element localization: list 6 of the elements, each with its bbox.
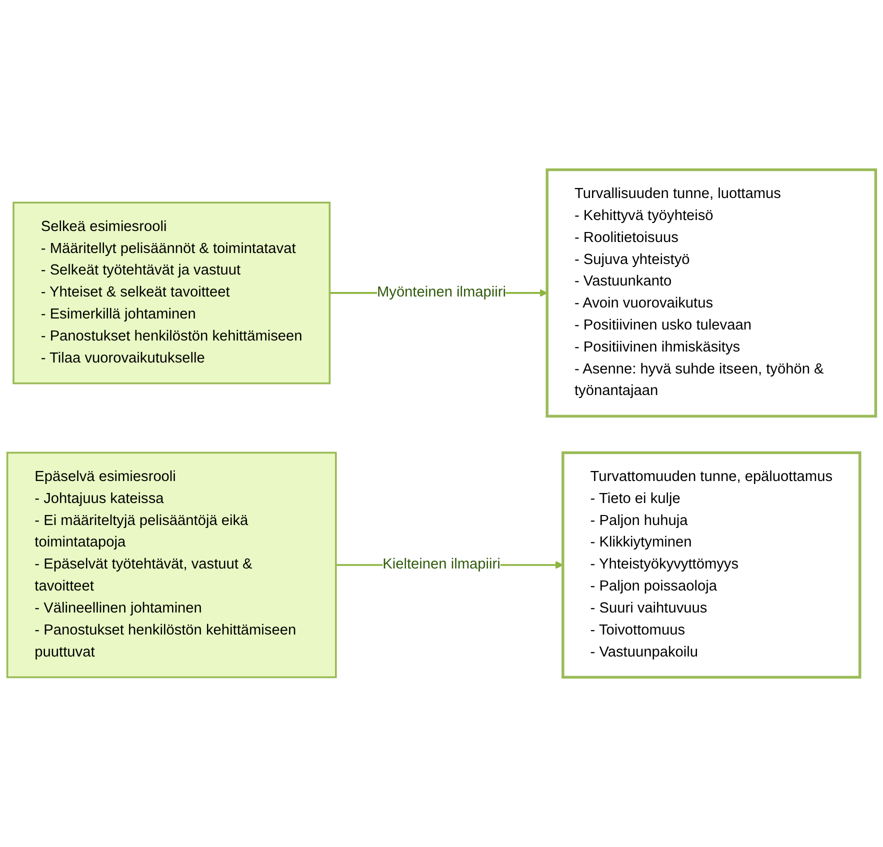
edge-label: Myönteinen ilmapiiri [376,284,506,300]
node-box: Epäselvä esimiesrooli - Johtajuus kateissa - Ei määriteltyjä pelisääntöjä eikä toimintatapoja - Epäselvät työtehtävät, vastuut & tavoitteet - Välineellinen johtaminen - Panostukset henkilöstön kehittämiseen puuttuvat [6,452,337,678]
node-box: Turvallisuuden tunne, luottamus - Kehittyvä työyhteisö - Roolitietoisuus - Sujuva yhteistyö - Vastuunkanto - Avoin vuorovaikutus - Positiivinen usko tulevaan - Positiivinen ihmiskäsitys - Asenne: hyvä suhde itseen, työhön & työnantajaan [546,168,878,418]
node-box: Turvattomuuden tunne, epäluottamus - Tieto ei kulje - Paljon huhuja - Klikkiytyminen - Yhteistyökyvyttömyys - Paljon poissaoloja - Suuri vaihtuvuus - Toivottomuus - Vastuunpakoilu [562,451,862,679]
edge-label: Kielteinen ilmapiiri [382,556,500,572]
node-box: Selkeä esimiesrooli - Määritellyt pelisäännöt & toimintatavat - Selkeät työtehtävät ja vastuut - Yhteiset & selkeät tavoitteet - Esimerkillä johtaminen - Panostukset henkilöstön kehittämiseen - Tilaa vuorovaikutukselle [12,202,331,384]
